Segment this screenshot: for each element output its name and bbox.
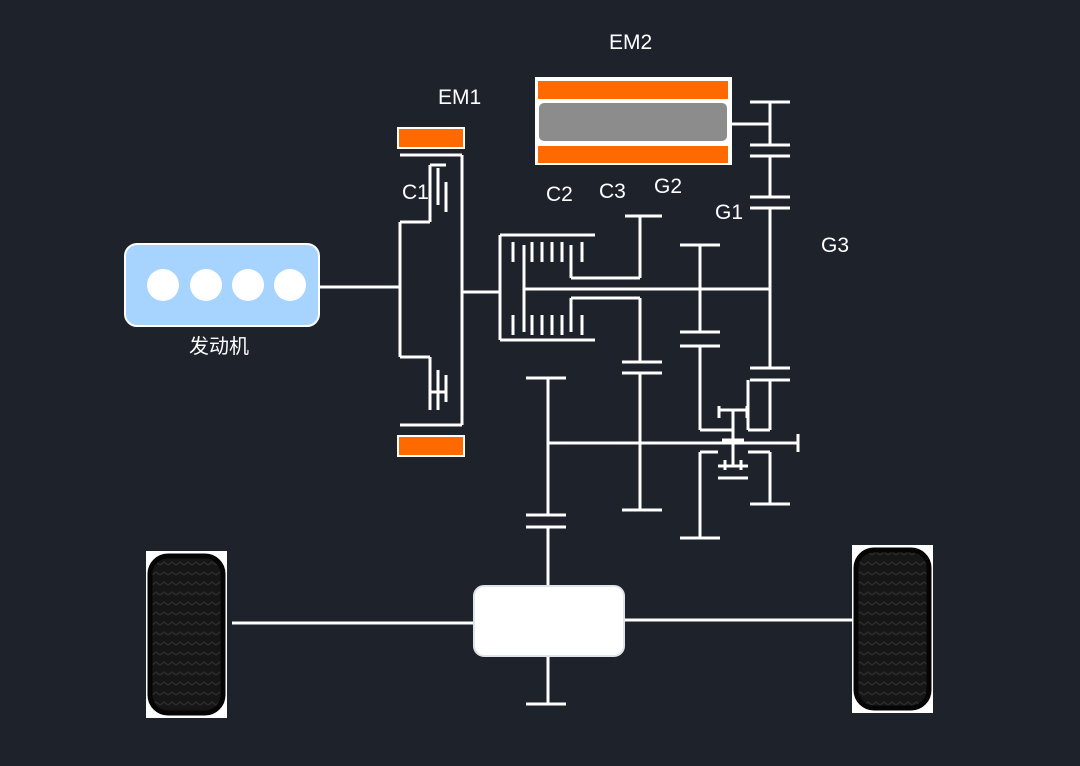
g2-label: G2 (654, 175, 683, 198)
g1-label: G1 (715, 201, 744, 224)
g3-label: G3 (821, 234, 850, 257)
differential-box (473, 585, 625, 657)
em2-motor (535, 77, 732, 165)
shaft-lines (232, 100, 862, 706)
c1-label: C1 (402, 181, 429, 204)
em1-motor (397, 127, 465, 457)
engine-icon (124, 243, 320, 327)
em1-label: EM1 (438, 86, 482, 109)
tire-icon (852, 545, 933, 713)
em2-label: EM2 (609, 31, 653, 54)
engine-label: 发动机 (189, 334, 249, 358)
tire-icon (146, 551, 227, 718)
c3-label: C3 (599, 180, 626, 203)
c2-label: C2 (546, 183, 573, 206)
